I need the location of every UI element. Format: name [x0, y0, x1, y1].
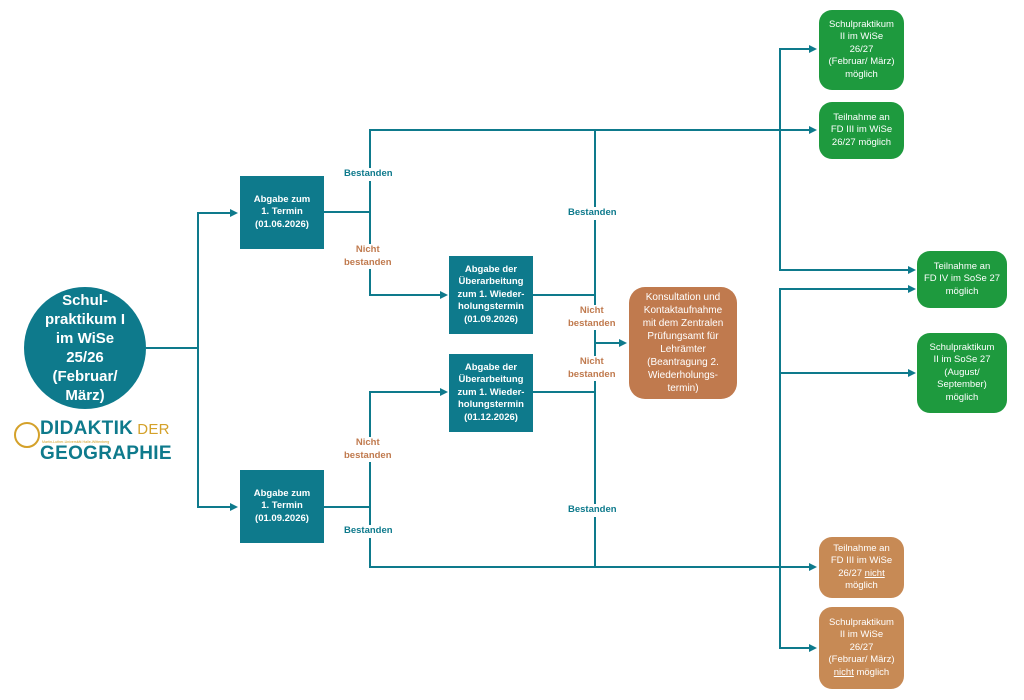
logo-university-line: Martin-Luther-Universität Halle-Wittenbe…: [42, 440, 110, 444]
outcome-text: Teilnahme an FD III im WiSe 26/27: [830, 542, 893, 579]
label-failed-top-first: Nicht bestanden: [342, 244, 394, 269]
outcome-schulpraktikum-2-wise: Schulpraktikum II im WiSe 26/27 (Februar…: [819, 10, 904, 90]
outcome-fd3-wise-not-possible: Teilnahme an FD III im WiSe 26/27 nicht …: [819, 537, 904, 598]
outcome-schulpraktikum-2-sose: Schulpraktikum II im SoSe 27 (August/ Se…: [917, 333, 1007, 413]
revision-submission-september: Abgabe der Überarbeitung zum 1. Wieder- …: [449, 256, 533, 334]
label-failed-top-revision: Nicht bestanden: [566, 305, 618, 330]
label-passed-top-revision: Bestanden: [566, 207, 619, 220]
revision-submission-december: Abgabe der Überarbeitung zum 1. Wieder- …: [449, 354, 533, 432]
start-node-schulpraktikum-1: Schul- praktikum I im WiSe 25/26 (Februa…: [24, 287, 146, 409]
consultation-node: Konsultation und Kontaktaufnahme mit dem…: [629, 287, 737, 399]
label-failed-bottom-first: Nicht bestanden: [342, 437, 394, 462]
logo-letter-d: D: [40, 418, 55, 439]
logo-line-3: GEOGRAPHIE: [40, 443, 172, 465]
outcome-fd4-sose: Teilnahme an FD IV im SoSe 27 möglich: [917, 251, 1007, 308]
outcome-schulpraktikum-2-not-possible: Schulpraktikum II im WiSe 26/27 (Februar…: [819, 607, 904, 689]
submission-first-date-june: Abgabe zum 1. Termin (01.06.2026): [240, 176, 324, 249]
outcome-text-underlined: nicht: [864, 567, 885, 579]
logo-word-der: DER: [137, 421, 170, 438]
label-failed-bottom-revision: Nicht bestanden: [566, 356, 618, 381]
logo-letter-g: G: [40, 443, 56, 464]
outcome-text-underlined: nicht: [833, 666, 854, 678]
logo-word-didaktik: IDAKTIK: [54, 418, 134, 439]
label-passed-bottom-revision: Bestanden: [566, 504, 619, 517]
outcome-text: möglich: [845, 580, 878, 591]
logo-ring-icon: [14, 422, 40, 448]
outcome-text: möglich: [853, 666, 890, 678]
outcome-text: Schulpraktikum II im WiSe 26/27 (Februar…: [828, 616, 895, 666]
outcome-fd3-wise: Teilnahme an FD III im WiSe 26/27 möglic…: [819, 102, 904, 159]
label-passed-top-first: Bestanden: [342, 168, 395, 181]
label-passed-bottom-first: Bestanden: [342, 525, 395, 538]
logo-word-geographie: EOGRAPHIE: [55, 443, 172, 464]
submission-first-date-september: Abgabe zum 1. Termin (01.09.2026): [240, 470, 324, 543]
